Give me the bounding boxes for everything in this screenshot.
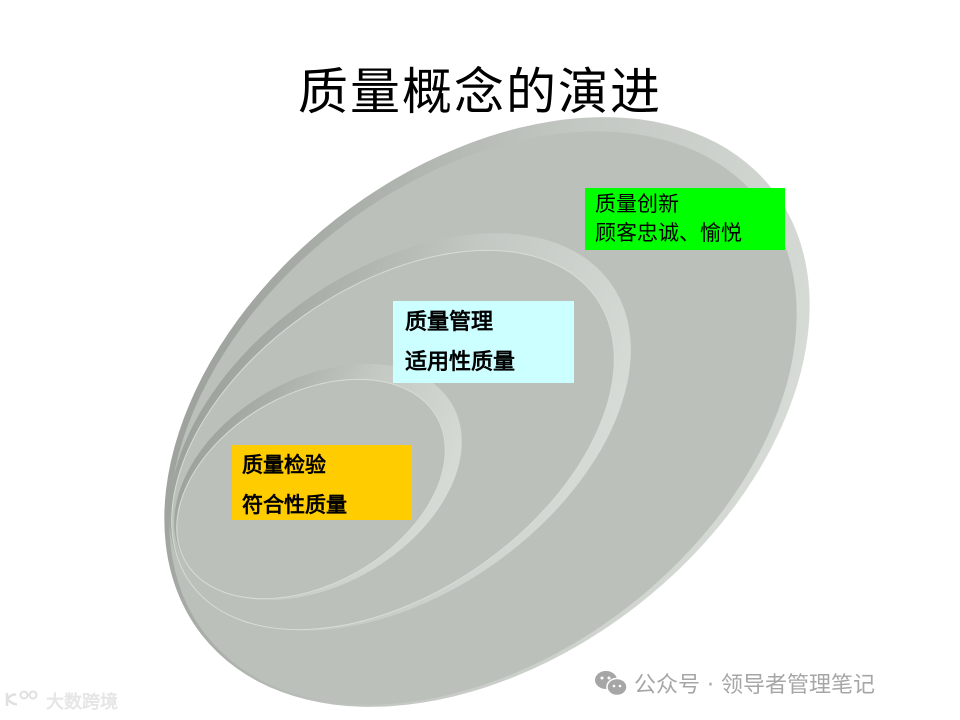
label-title: 质量创新 <box>595 192 679 216</box>
logo-mark-icon <box>4 689 40 714</box>
label-quality-innovation: 质量创新 顾客忠诚、愉悦 <box>585 188 785 250</box>
wechat-icon <box>594 669 628 697</box>
label-title: 质量检验 <box>242 453 326 477</box>
label-quality-inspection: 质量检验 符合性质量 <box>232 445 412 520</box>
label-quality-management: 质量管理 适用性质量 <box>393 301 574 383</box>
label-title: 质量管理 <box>405 310 494 335</box>
wechat-watermark: 公众号 · 领导者管理笔记 <box>594 667 875 699</box>
watermark-text: 公众号 · 领导者管理笔记 <box>634 673 875 698</box>
page-title: 质量概念的演进 <box>298 63 662 121</box>
label-subtitle: 顾客忠诚、愉悦 <box>595 221 742 245</box>
corner-logo: 大数跨境 <box>4 688 118 714</box>
label-subtitle: 符合性质量 <box>242 493 347 517</box>
label-subtitle: 适用性质量 <box>405 350 516 375</box>
logo-text: 大数跨境 <box>46 692 118 713</box>
